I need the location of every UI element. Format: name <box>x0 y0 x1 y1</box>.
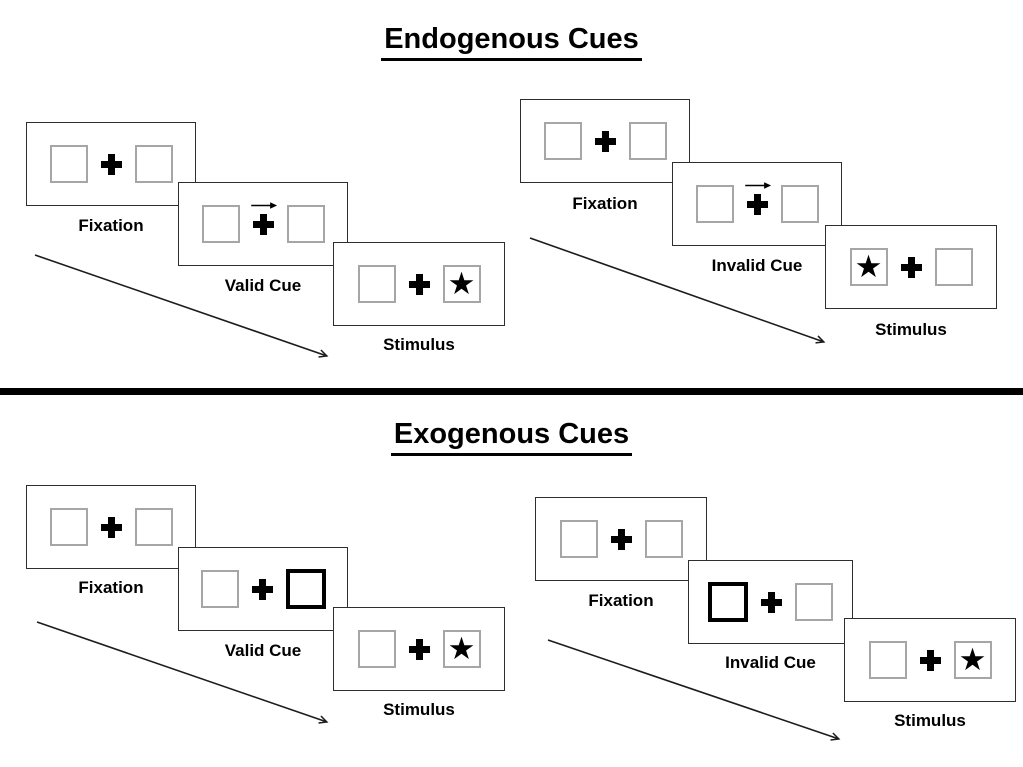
fixation-cross-icon <box>100 516 122 538</box>
target-star-icon: ★ <box>447 630 476 666</box>
fixation-cross-icon <box>408 638 430 660</box>
endo-valid-cue-panel <box>178 182 348 266</box>
plus-cross <box>252 213 274 235</box>
time-arrow-exo-valid <box>36 621 329 724</box>
fixation-cross-icon <box>919 649 941 671</box>
exogenous-section-title: Exogenous Cues <box>0 418 1023 457</box>
right-placeholder-box <box>644 520 683 558</box>
panel-label-valid-cue: Valid Cue <box>224 276 302 295</box>
left-placeholder-box <box>201 205 240 243</box>
highlighted-cue-box <box>285 569 326 609</box>
fixation-cross-icon <box>594 130 616 152</box>
endogenous-title-text: Endogenous Cues <box>381 23 642 62</box>
panel-label-stimulus: Stimulus <box>383 335 455 354</box>
plus-cross <box>408 638 430 660</box>
right-target-box: ★ <box>442 265 481 303</box>
plus-cross <box>594 130 616 152</box>
cue-arrow-right-icon <box>251 201 278 209</box>
right-target-box: ★ <box>442 630 481 668</box>
fixation-cross-icon <box>408 273 430 295</box>
plus-cross <box>746 193 768 215</box>
right-placeholder-box <box>628 122 667 160</box>
exo-invalid-stimulus-panel: ★ <box>844 618 1016 702</box>
left-placeholder-box <box>200 570 239 608</box>
right-placeholder-box <box>934 248 973 286</box>
left-placeholder-box <box>868 641 907 679</box>
plus-cross <box>100 516 122 538</box>
panel-label-fixation: Fixation <box>78 216 144 235</box>
left-placeholder-box <box>49 508 88 546</box>
cue-arrow-right-icon <box>745 181 772 189</box>
left-placeholder-box <box>357 630 396 668</box>
plus-cross <box>919 649 941 671</box>
fixation-cross-icon <box>745 181 772 215</box>
target-star-icon: ★ <box>447 265 476 301</box>
section-divider <box>0 388 1023 395</box>
panel-label-invalid-cue: Invalid Cue <box>725 653 816 672</box>
endo-invalid-cue-panel <box>672 162 842 246</box>
panel-label-fixation: Fixation <box>588 591 654 610</box>
left-placeholder-box <box>695 185 734 223</box>
right-placeholder-box <box>134 145 173 183</box>
left-placeholder-box <box>559 520 598 558</box>
fixation-cross-icon <box>100 153 122 175</box>
plus-cross <box>251 578 273 600</box>
fixation-cross-icon <box>761 591 782 613</box>
plus-cross <box>408 273 430 295</box>
endogenous-section-title: Endogenous Cues <box>0 23 1023 62</box>
panel-label-stimulus: Stimulus <box>383 700 455 719</box>
left-placeholder-box <box>49 145 88 183</box>
plus-cross <box>900 256 922 278</box>
right-placeholder-box <box>780 185 819 223</box>
panel-label-valid-cue: Valid Cue <box>224 641 302 660</box>
time-arrow-endo-valid <box>34 254 329 358</box>
highlighted-cue-box <box>708 582 748 622</box>
plus-cross <box>610 528 632 550</box>
target-star-icon: ★ <box>854 248 883 284</box>
fixation-cross-icon <box>251 201 278 235</box>
fixation-cross-icon <box>900 256 922 278</box>
panel-label-invalid-cue: Invalid Cue <box>711 256 803 275</box>
endo-valid-stimulus-panel: ★ <box>333 242 505 326</box>
fixation-cross-icon <box>610 528 632 550</box>
exo-valid-cue-panel <box>178 547 348 631</box>
endo-invalid-stimulus-panel: ★ <box>825 225 997 309</box>
plus-cross <box>100 153 122 175</box>
panel-label-fixation: Fixation <box>78 578 144 597</box>
right-placeholder-box <box>795 583 833 621</box>
fixation-cross-icon <box>251 578 273 600</box>
left-placeholder-box <box>543 122 582 160</box>
exo-invalid-cue-panel <box>688 560 853 644</box>
exo-invalid-fixation-panel <box>535 497 707 581</box>
panel-label-fixation: Fixation <box>572 194 638 213</box>
exo-valid-stimulus-panel: ★ <box>333 607 505 691</box>
right-target-box: ★ <box>953 641 992 679</box>
time-arrow-endo-invalid <box>529 237 826 344</box>
target-star-icon: ★ <box>958 641 987 677</box>
left-placeholder-box <box>357 265 396 303</box>
right-placeholder-box <box>286 205 325 243</box>
plus-cross <box>761 591 782 613</box>
right-placeholder-box <box>134 508 173 546</box>
panel-label-stimulus: Stimulus <box>894 711 966 730</box>
left-target-box: ★ <box>849 248 888 286</box>
exogenous-title-text: Exogenous Cues <box>390 418 633 457</box>
panel-label-stimulus: Stimulus <box>875 320 947 339</box>
endo-invalid-fixation-panel <box>520 99 690 183</box>
endo-valid-fixation-panel <box>26 122 196 206</box>
exo-valid-fixation-panel <box>26 485 196 569</box>
